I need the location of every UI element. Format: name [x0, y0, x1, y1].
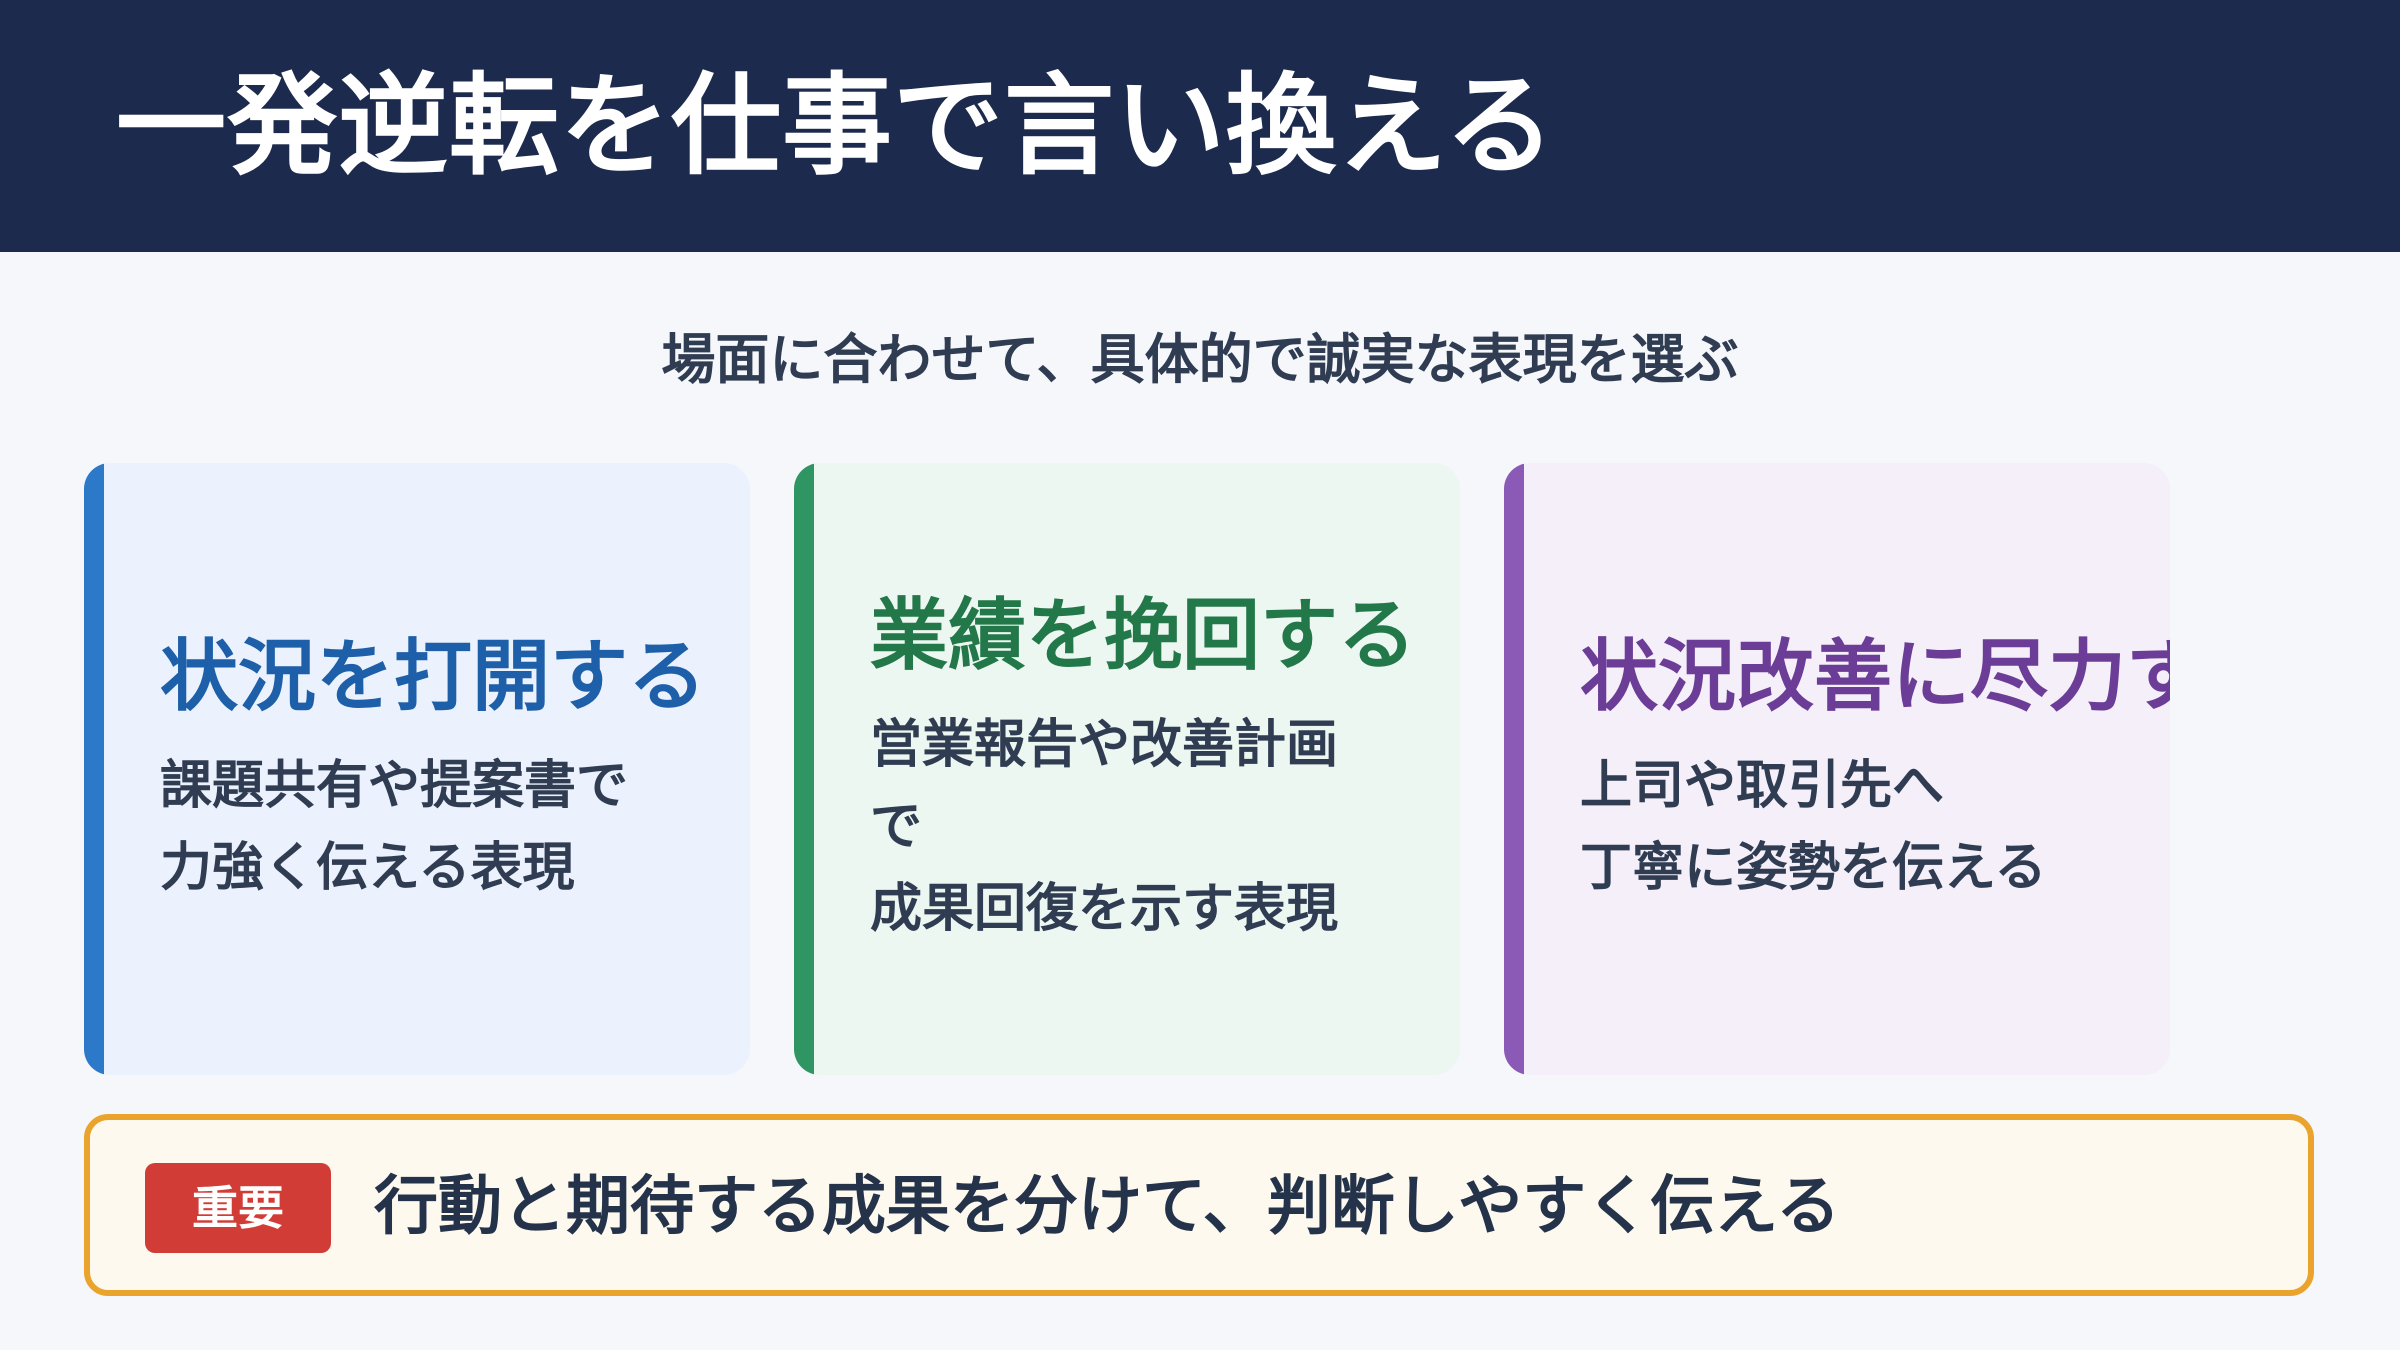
- page-subtitle: 場面に合わせて、具体的で誠実な表現を選ぶ: [661, 328, 1739, 391]
- card-description-line: 丁寧に姿勢を伝える: [1580, 838, 2047, 898]
- card-description-line: で: [870, 797, 923, 857]
- card-improve-situation: 状況改善に尽力する 上司や取引先へ 丁寧に姿勢を伝える: [1504, 463, 2170, 1075]
- important-note: 重要 行動と期待する成果を分けて、判断しやすく伝える: [84, 1114, 2314, 1296]
- important-text: 行動と期待する成果を分けて、判断しやすく伝える: [374, 1170, 1841, 1244]
- card-break-through: 状況を打開する 課題共有や提案書で 力強く伝える表現: [84, 463, 750, 1075]
- card-title: 状況改善に尽力する: [1580, 632, 2170, 722]
- card-description-line: 営業報告や改善計画: [870, 715, 1339, 775]
- card-accent-bar: [1504, 463, 1524, 1075]
- card-title: 業績を挽回する: [870, 591, 1417, 681]
- card-title: 状況を打開する: [160, 632, 707, 722]
- card-description-line: 力強く伝える表現: [160, 838, 575, 898]
- card-description: 課題共有や提案書で 力強く伝える表現: [160, 745, 726, 909]
- card-description-line: 課題共有や提案書で: [160, 756, 629, 816]
- card-description: 上司や取引先へ 丁寧に姿勢を伝える: [1580, 745, 2146, 909]
- card-description: 営業報告や改善計画 で 成果回復を示す表現: [870, 704, 1436, 950]
- card-accent-bar: [794, 463, 814, 1075]
- card-description-line: 上司や取引先へ: [1580, 756, 1945, 816]
- header-banner: 一発逆転を仕事で言い換える: [0, 0, 2400, 252]
- card-accent-bar: [84, 463, 104, 1075]
- page-title: 一発逆転を仕事で言い換える: [116, 62, 1556, 190]
- important-badge: 重要: [145, 1163, 331, 1253]
- card-recover-performance: 業績を挽回する 営業報告や改善計画 で 成果回復を示す表現: [794, 463, 1460, 1075]
- card-description-line: 成果回復を示す表現: [870, 879, 1339, 939]
